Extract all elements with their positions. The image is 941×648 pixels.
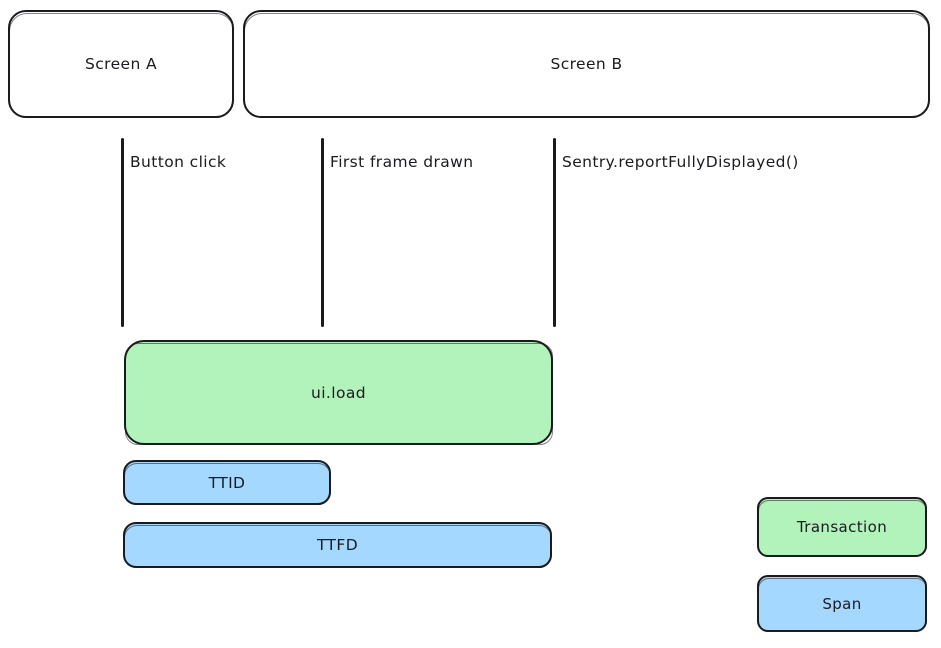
screen-a-label: Screen A xyxy=(84,55,158,73)
screen-box-b[interactable]: Screen B xyxy=(243,10,930,118)
bar-ui-load-label: ui.load xyxy=(311,383,366,402)
legend-span-label: Span xyxy=(822,594,862,613)
marker-label-report-fully-displayed: Sentry.reportFullyDisplayed() xyxy=(562,153,799,171)
bar-ttfd-label: TTFD xyxy=(316,536,359,554)
marker-line-report-fully-displayed xyxy=(553,138,556,327)
screen-box-a[interactable]: Screen A xyxy=(8,10,234,118)
marker-line-button-click xyxy=(121,138,124,327)
marker-label-first-frame-drawn: First frame drawn xyxy=(330,153,474,171)
bar-ttid-label: TTID xyxy=(208,473,246,492)
bar-ui-load[interactable]: ui.load xyxy=(124,340,553,445)
legend-item-transaction[interactable]: Transaction xyxy=(757,497,927,557)
legend-item-span[interactable]: Span xyxy=(757,575,927,632)
screen-b-label: Screen B xyxy=(550,55,623,73)
bar-ttid[interactable]: TTID xyxy=(123,460,331,505)
legend-transaction-label: Transaction xyxy=(796,518,888,536)
marker-label-button-click: Button click xyxy=(130,153,227,171)
marker-line-first-frame-drawn xyxy=(321,138,324,327)
bar-ttfd[interactable]: TTFD xyxy=(123,522,552,568)
